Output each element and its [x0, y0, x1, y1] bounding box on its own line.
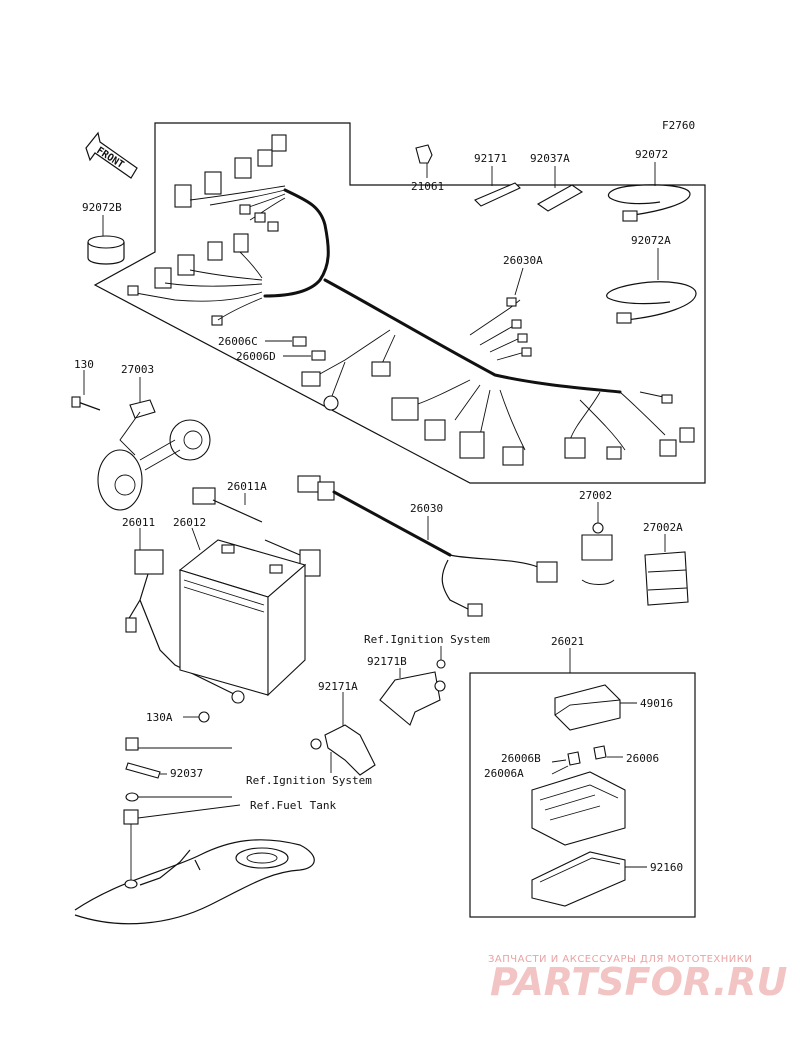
holder-92037A	[536, 184, 584, 212]
part-label-130A: 130A	[146, 711, 173, 724]
watermark-brand: PARTSFOR.RU	[490, 960, 788, 1004]
bolt-130A	[198, 711, 210, 723]
part-label-26012: 26012	[173, 516, 206, 529]
harness-panel-outline	[93, 122, 706, 484]
part-label-21061: 21061	[411, 180, 444, 193]
fuel-tank	[74, 839, 315, 925]
front-arrow: FRONT	[85, 131, 138, 179]
holder-92171	[474, 182, 521, 207]
part-label-92072B: 92072B	[82, 201, 122, 214]
cable-26011	[125, 549, 245, 704]
ref-ignition-system-2: Ref.Ignition System	[246, 774, 372, 787]
part-label-26006A: 26006A	[484, 767, 524, 780]
parts-92037	[123, 737, 161, 880]
part-label-26006: 26006	[626, 752, 659, 765]
main-wiring-harness	[127, 134, 695, 466]
part-label-92037: 92037	[170, 767, 203, 780]
bolt-130	[71, 396, 101, 411]
part-label-92160: 92160	[650, 861, 683, 874]
part-label-27003: 27003	[121, 363, 154, 376]
part-label-27002: 27002	[579, 489, 612, 502]
figure-code: F2760	[662, 119, 695, 132]
part-label-26030: 26030	[410, 502, 443, 515]
part-label-26006D: 26006D	[236, 350, 276, 363]
part-label-26006C: 26006C	[218, 335, 258, 348]
part-label-26011A: 26011A	[227, 480, 267, 493]
part-label-92171B: 92171B	[367, 655, 407, 668]
ref-fuel-tank: Ref.Fuel Tank	[250, 799, 336, 812]
part-label-92072: 92072	[635, 148, 668, 161]
sleeve-92072B	[87, 235, 125, 265]
part-label-26021: 26021	[551, 635, 584, 648]
band-92072A	[606, 281, 697, 324]
junction-box-panel	[469, 672, 696, 918]
part-label-92072A: 92072A	[631, 234, 671, 247]
bracket-92171A	[310, 724, 376, 776]
part-label-92171A: 92171A	[318, 680, 358, 693]
part-label-26011: 26011	[122, 516, 155, 529]
battery-26012	[178, 539, 307, 697]
bracket-92171B	[379, 659, 446, 726]
part-label-26030A: 26030A	[503, 254, 543, 267]
junction-box-26021	[531, 684, 626, 907]
leader-lines	[83, 162, 666, 868]
part-label-92171: 92171	[474, 152, 507, 165]
relay-27002	[581, 522, 615, 585]
relay-27002A	[644, 551, 689, 606]
part-label-92037A: 92037A	[530, 152, 570, 165]
watermark-tagline: ЗАПЧАСТИ И АКСЕССУАРЫ ДЛЯ МОТОТЕХНИКИ	[488, 954, 752, 965]
harness-26030	[297, 475, 558, 617]
part-label-27002A: 27002A	[643, 521, 683, 534]
part-label-130: 130	[74, 358, 94, 371]
ref-ignition-system-1: Ref.Ignition System	[364, 633, 490, 646]
band-92072	[607, 184, 691, 222]
part-label-26006B: 26006B	[501, 752, 541, 765]
clip-21061	[415, 144, 433, 164]
part-label-49016: 49016	[640, 697, 673, 710]
horn-27003	[97, 399, 211, 511]
